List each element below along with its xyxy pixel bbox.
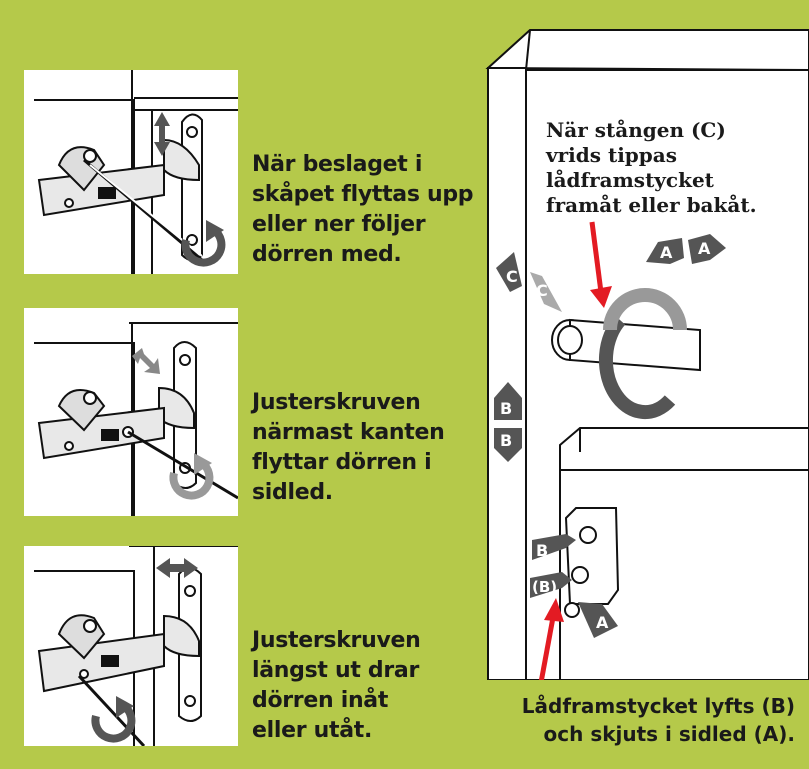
hinge-illustration-vertical — [34, 70, 238, 274]
step-1-caption: När beslaget i skåpet flyttas upp eller … — [252, 152, 474, 267]
label-c-lower: C — [618, 370, 630, 389]
tilt-arrow-dark-icon: C — [496, 252, 522, 292]
label-c-light: C — [536, 281, 548, 300]
arrow-a-right-icon: A — [688, 234, 726, 264]
adjuster-block — [564, 507, 620, 618]
left-right-arrow-icon — [156, 558, 198, 578]
hinge-panel-depth — [24, 546, 238, 746]
label-a-block: A — [596, 613, 609, 632]
drawer-front-illustration: C C C C A A B B B (B) A — [485, 29, 809, 680]
rotate-arrow-c-icon: C C — [598, 288, 687, 420]
up-down-arrow-icon — [154, 112, 170, 156]
drawer-bottom-caption: Lådframstycket lyfts (B) och skjuts i si… — [521, 694, 795, 746]
step-2-caption: Justerskruven närmast kanten flyttar dör… — [252, 390, 445, 505]
label-a-left: A — [660, 243, 673, 262]
label-b-upper: B — [500, 399, 512, 418]
arrow-b-block-icon: B — [532, 534, 576, 560]
rod-note: När stången (C) vrids tippas lådframstyc… — [546, 118, 757, 217]
hinge-illustration-sideways — [34, 322, 238, 516]
red-pointer-top-icon — [589, 221, 612, 308]
rotate-arrow-icon — [169, 453, 214, 500]
arrow-a-left-icon: A — [646, 238, 684, 264]
label-b-block: B — [536, 541, 548, 560]
rotate-arrow-icon — [91, 696, 136, 743]
rotate-arrow-icon — [181, 220, 226, 267]
arrow-b-up-icon: B — [494, 382, 522, 420]
label-c-upper: C — [627, 336, 637, 352]
side-arrow-icon — [132, 348, 160, 374]
label-b-lower: B — [500, 431, 512, 450]
arrow-a-block-icon: A — [578, 602, 618, 638]
label-b-paren: (B) — [532, 578, 557, 596]
tilt-arrow-light-icon: C — [530, 272, 562, 312]
red-pointer-bottom-icon — [538, 598, 564, 680]
arrow-b-down-icon: B — [494, 428, 522, 462]
hinge-illustration-depth — [34, 546, 238, 746]
hinge-panel-sideways — [24, 308, 238, 516]
arrow-b-paren-icon: (B) — [530, 572, 572, 598]
label-c-dark: C — [506, 267, 518, 286]
step-3-caption: Justerskruven längst ut drar dörren inåt… — [252, 628, 421, 743]
label-a-right: A — [698, 239, 711, 258]
hinge-panel-vertical — [24, 70, 238, 274]
